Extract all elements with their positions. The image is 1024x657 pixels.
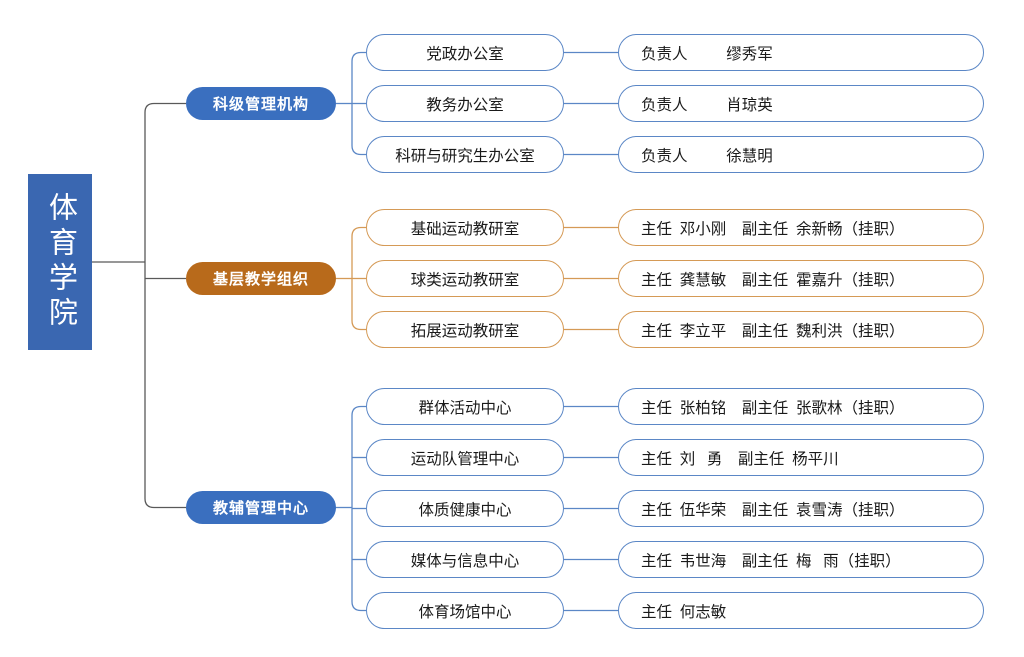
unit-box-2-2[interactable]: 体质健康中心 xyxy=(366,490,564,527)
root-node-label: 体育学院 xyxy=(44,192,77,332)
group-pill-0[interactable]: 科级管理机构 xyxy=(186,87,336,120)
group-pill-1[interactable]: 基层教学组织 xyxy=(186,262,336,295)
unit-box-1-1[interactable]: 球类运动教研室 xyxy=(366,260,564,297)
group-pill-2[interactable]: 教辅管理中心 xyxy=(186,491,336,524)
detail-box-1-0[interactable]: 主任 邓小刚 副主任 余新畅（挂职） xyxy=(618,209,984,246)
unit-box-0-0[interactable]: 党政办公室 xyxy=(366,34,564,71)
unit-box-1-0[interactable]: 基础运动教研室 xyxy=(366,209,564,246)
detail-box-0-2[interactable]: 负责人 徐慧明 xyxy=(618,136,984,173)
unit-box-2-0[interactable]: 群体活动中心 xyxy=(366,388,564,425)
unit-box-2-1[interactable]: 运动队管理中心 xyxy=(366,439,564,476)
unit-box-0-1[interactable]: 教务办公室 xyxy=(366,85,564,122)
detail-box-2-2[interactable]: 主任 伍华荣 副主任 袁雪涛（挂职） xyxy=(618,490,984,527)
detail-box-1-1[interactable]: 主任 龚慧敏 副主任 霍嘉升（挂职） xyxy=(618,260,984,297)
unit-box-2-4[interactable]: 体育场馆中心 xyxy=(366,592,564,629)
detail-box-0-0[interactable]: 负责人 缪秀军 xyxy=(618,34,984,71)
detail-box-1-2[interactable]: 主任 李立平 副主任 魏利洪（挂职） xyxy=(618,311,984,348)
unit-box-1-2[interactable]: 拓展运动教研室 xyxy=(366,311,564,348)
detail-box-0-1[interactable]: 负责人 肖琼英 xyxy=(618,85,984,122)
detail-box-2-4[interactable]: 主任 何志敏 xyxy=(618,592,984,629)
detail-box-2-1[interactable]: 主任 刘 勇 副主任 杨平川 xyxy=(618,439,984,476)
detail-box-2-0[interactable]: 主任 张柏铭 副主任 张歌林（挂职） xyxy=(618,388,984,425)
unit-box-0-2[interactable]: 科研与研究生办公室 xyxy=(366,136,564,173)
unit-box-2-3[interactable]: 媒体与信息中心 xyxy=(366,541,564,578)
root-node[interactable]: 体育学院 xyxy=(28,174,92,350)
detail-box-2-3[interactable]: 主任 韦世海 副主任 梅 雨（挂职） xyxy=(618,541,984,578)
